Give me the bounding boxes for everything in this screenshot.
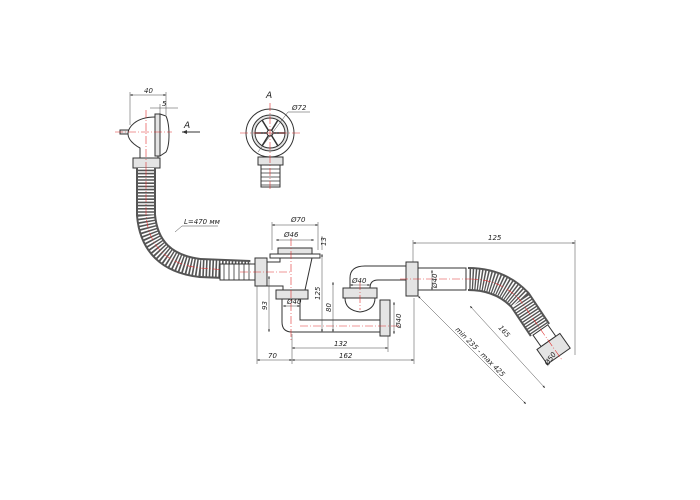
drain-body bbox=[219, 238, 411, 340]
dim-trap-height: 93 bbox=[261, 301, 269, 310]
dim-drain-outer: Ø70 bbox=[290, 216, 306, 224]
overflow-hose bbox=[136, 168, 256, 280]
dim-length-132: 132 bbox=[334, 340, 348, 348]
dim-drain-nut: Ø40 bbox=[286, 298, 302, 306]
dim-outlet-pipe: Ø40 bbox=[431, 273, 439, 289]
view-arrow-label: A bbox=[183, 121, 190, 131]
view-a-title: A bbox=[265, 91, 272, 101]
dim-trap-inlet: Ø40 bbox=[351, 277, 367, 285]
dim-trap-height-80: 80 bbox=[325, 303, 333, 312]
dim-overflow-flange: 5 bbox=[162, 100, 167, 108]
dim-range: min 235 - max 425 bbox=[454, 326, 507, 379]
overflow-elbow bbox=[115, 110, 200, 175]
dim-flange-height: 13 bbox=[320, 237, 328, 246]
dim-trap-outlet: Ø40 bbox=[395, 313, 403, 329]
dim-outlet-width: 125 bbox=[488, 234, 502, 242]
view-a-diameter: Ø72 bbox=[291, 104, 307, 112]
dim-drain-inner: Ø46 bbox=[283, 231, 299, 239]
view-a bbox=[240, 103, 310, 190]
dim-overflow-width: 40 bbox=[144, 87, 153, 95]
outlet-pipe bbox=[400, 261, 571, 365]
dim-drain-height: 125 bbox=[314, 286, 322, 300]
hose-length-label: L=470 мм bbox=[184, 218, 221, 226]
dim-offset-70: 70 bbox=[268, 352, 277, 360]
dim-length-162: 162 bbox=[339, 352, 353, 360]
